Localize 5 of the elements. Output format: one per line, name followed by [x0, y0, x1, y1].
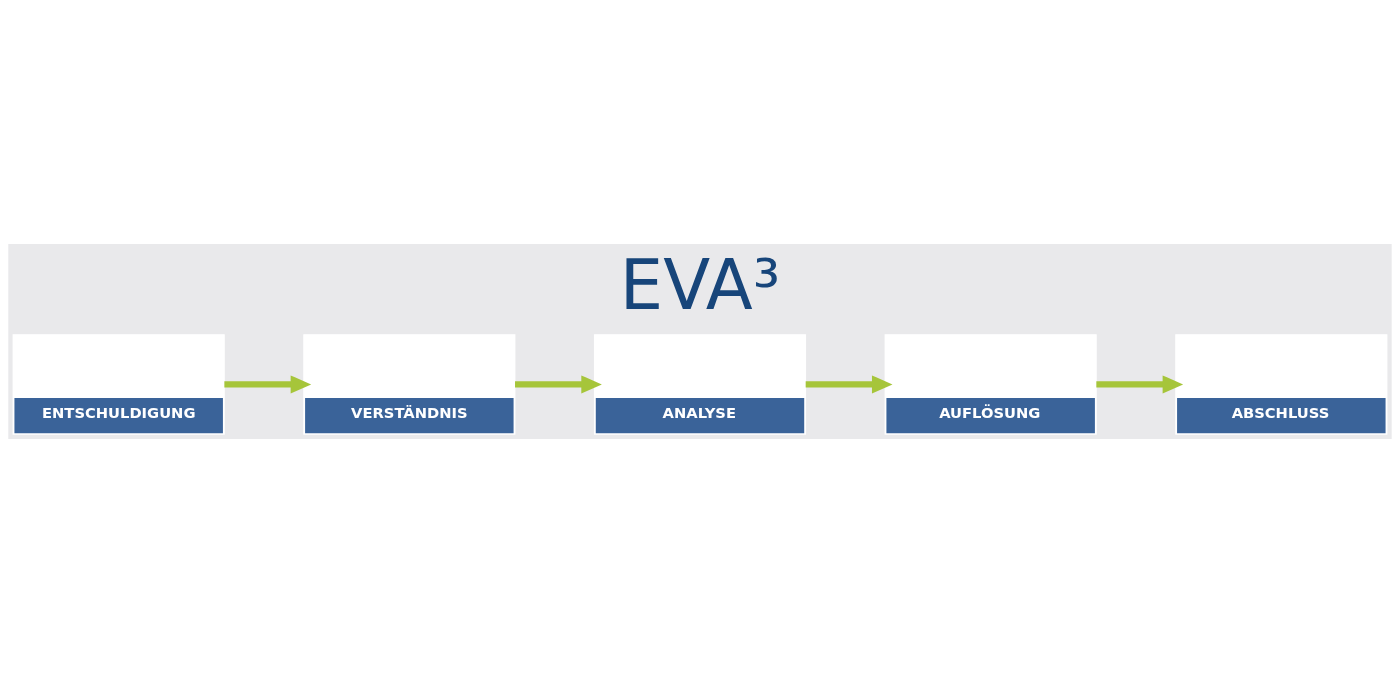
arrow: [1096, 374, 1184, 393]
arrow: [805, 374, 893, 393]
arrow: [515, 374, 602, 393]
diagram-title: EVA³: [619, 244, 781, 325]
arrow: [224, 374, 312, 393]
